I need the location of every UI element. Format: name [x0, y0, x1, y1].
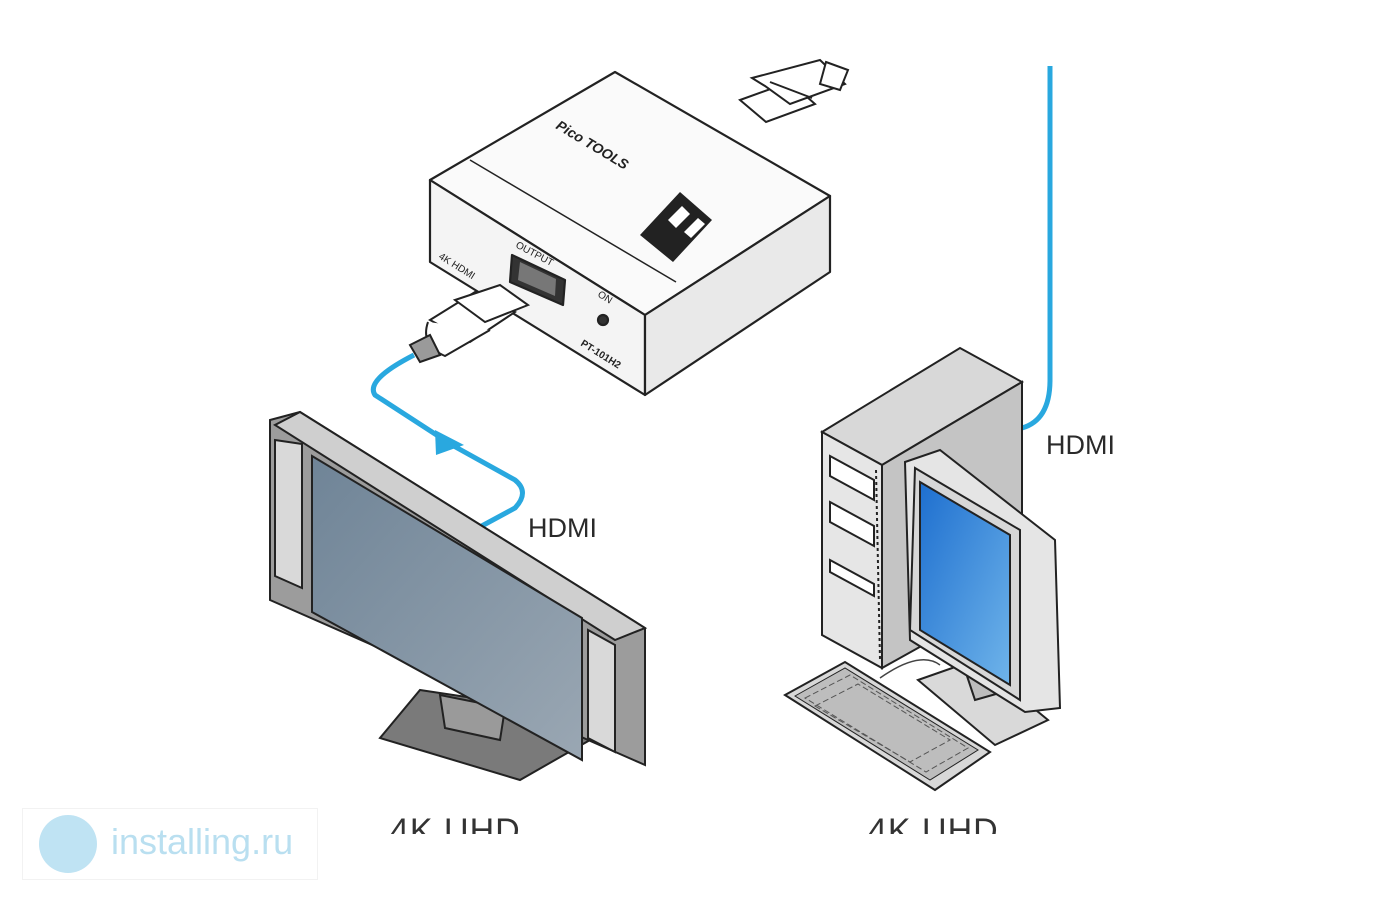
watermark: installing.ru: [22, 808, 318, 880]
kramer-logo-icon: [640, 192, 712, 262]
watermark-text: installing.ru: [111, 821, 294, 862]
hdmi-connector-icon: [408, 283, 531, 364]
pc-monitor: [903, 448, 1062, 747]
pico-tools-device: [428, 70, 832, 397]
tv-hdmi-label: HDMI: [528, 513, 597, 543]
hdmi-plug-icon: [738, 58, 850, 124]
arrow-icon: [435, 430, 464, 455]
tv-monitor: [269, 410, 648, 782]
keyboard: [783, 660, 992, 792]
pc-hdmi-label: HDMI: [1046, 430, 1115, 460]
pc-caption: 4K UHD: [868, 812, 999, 834]
pc-hdmi-cable: [1021, 66, 1053, 431]
watermark-logo-icon: [39, 815, 97, 873]
tv-caption: 4K UHD: [390, 812, 521, 834]
